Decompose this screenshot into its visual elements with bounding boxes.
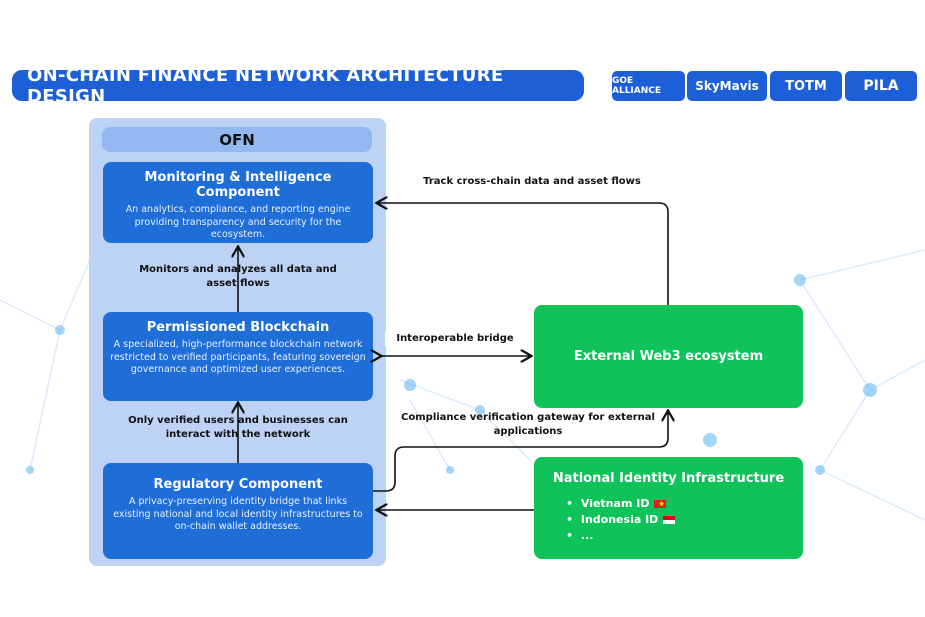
external-title: External Web3 ecosystem <box>573 349 764 364</box>
regulatory-component: Regulatory Component A privacy-preservin… <box>103 463 373 559</box>
permissioned-blockchain: Permissioned Blockchain A specialized, h… <box>103 312 373 401</box>
logo-pila: PILA <box>845 71 917 101</box>
regulatory-title: Regulatory Component <box>153 477 323 492</box>
monitoring-desc: An analytics, compliance, and reporting … <box>125 204 351 240</box>
arrow-compliance <box>373 412 668 492</box>
external-web3-ecosystem: External Web3 ecosystem <box>534 305 803 408</box>
indonesia-flag-icon <box>663 516 676 524</box>
track-label: Track cross-chain data and asset flows <box>423 176 641 187</box>
list-item: Vietnam ID★ <box>566 496 803 512</box>
blockchain-title: Permissioned Blockchain <box>146 320 330 335</box>
vietnam-flag-icon: ★ <box>654 500 667 508</box>
monitoring-component: Monitoring & Intelligence Component An a… <box>103 162 373 243</box>
arrow-track <box>378 203 669 305</box>
list-item: Indonesia ID <box>566 512 803 528</box>
national-title: National Identity Infrastructure <box>552 471 785 486</box>
national-identity-infrastructure: National Identity Infrastructure Vietnam… <box>534 457 803 559</box>
regulatory-desc: A privacy-preserving identity bridge tha… <box>113 496 363 532</box>
list-item: ... <box>566 528 803 544</box>
national-id-list: Vietnam ID★ Indonesia ID ... <box>534 496 803 544</box>
monitoring-title: Monitoring & Intelligence Component <box>144 170 332 200</box>
ofn-header: OFN <box>102 127 372 152</box>
logo-goe-alliance: GOE ALLIANCE <box>612 71 685 101</box>
logo-skymavis: SkyMavis <box>687 71 767 101</box>
page-title: ON-CHAIN FINANCE NETWORK ARCHITECTURE DE… <box>12 65 584 107</box>
blockchain-desc: A specialized, high-performance blockcha… <box>110 339 366 375</box>
compliance-label: Compliance verification gateway for exte… <box>401 412 655 437</box>
bridge-label: Interoperable bridge <box>385 332 525 346</box>
logo-totm: TOTM <box>770 71 842 101</box>
